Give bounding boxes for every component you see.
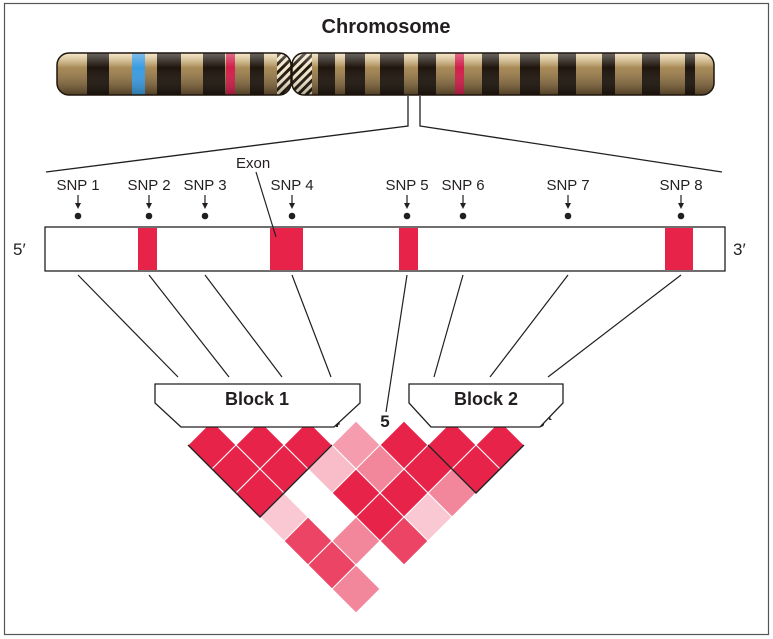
- block-2-header: [408, 383, 564, 428]
- chromosome-p-arm: [57, 53, 291, 95]
- snp-connector-8: [547, 274, 682, 378]
- block-2-outline: [427, 444, 525, 494]
- snp-labels: SNP 1 SNP 2 SNP 3 SNP 4 SNP 5 SNP 6 SNP 7 SNP 8: [56, 177, 703, 220]
- snp-dot-6: [459, 212, 467, 220]
- chromosome-q-arm: [292, 53, 714, 95]
- exon-label: Exon: [236, 155, 270, 172]
- snp-connectors: [77, 274, 682, 413]
- snp-arrowhead-7: [565, 203, 571, 209]
- snp-arrowhead-6: [460, 203, 466, 209]
- snp-label-6: SNP 6: [441, 177, 484, 194]
- snp-connector-5: [385, 274, 408, 413]
- block-1-header: [154, 383, 361, 428]
- snp-dot-1: [74, 212, 82, 220]
- block-1-outline: [187, 444, 333, 518]
- exon-pointer: [255, 171, 277, 238]
- snp-label-4: SNP 4: [270, 177, 313, 194]
- block-outlines: [187, 444, 525, 518]
- snp-label-7: SNP 7: [546, 177, 589, 194]
- snp-connector-3: [204, 274, 283, 378]
- block-1-label: Block 1: [225, 389, 289, 409]
- block-2-label: Block 2: [454, 389, 518, 409]
- snp-dot-7: [564, 212, 572, 220]
- exon-4: [665, 228, 693, 270]
- snp-dot-2: [145, 212, 153, 220]
- snp-arrowhead-4: [289, 203, 295, 209]
- chromosome-q-arm-outline: [291, 52, 715, 96]
- five-prime-label: 5′: [13, 240, 26, 259]
- exon-3: [399, 228, 418, 270]
- snp-label-3: SNP 3: [183, 177, 226, 194]
- exons: [138, 228, 693, 270]
- snp-connector-4: [291, 274, 332, 378]
- snp-connector-1: [77, 274, 179, 378]
- snp-connector-7: [489, 274, 569, 378]
- snp-arrowhead-1: [75, 203, 81, 209]
- snp-label-1: SNP 1: [56, 177, 99, 194]
- zoom-bracket: [45, 96, 723, 173]
- block-labels: Block 1 Block 2: [154, 383, 564, 428]
- snp-arrowhead-2: [146, 203, 152, 209]
- snp-label-5: SNP 5: [385, 177, 428, 194]
- chromosome-title: Chromosome: [322, 16, 451, 38]
- three-prime-label: 3′: [733, 240, 746, 259]
- snp-arrowhead-5: [404, 203, 410, 209]
- snp-dot-3: [201, 212, 209, 220]
- snp-label-2: SNP 2: [127, 177, 170, 194]
- snp-arrowhead-8: [678, 203, 684, 209]
- snp-dot-5: [403, 212, 411, 220]
- snp-connector-6: [433, 274, 464, 378]
- ld-cell-1-8: [331, 564, 381, 614]
- chromosome-p-arm-outline: [56, 52, 292, 96]
- snp-connector-2: [148, 274, 230, 378]
- exon-1: [138, 228, 157, 270]
- gene-bar: [44, 226, 726, 272]
- matrix-label-5: 5: [380, 412, 389, 431]
- snp-arrowhead-3: [202, 203, 208, 209]
- snp-dot-4: [288, 212, 296, 220]
- snp-dot-8: [677, 212, 685, 220]
- snp-label-8: SNP 8: [659, 177, 702, 194]
